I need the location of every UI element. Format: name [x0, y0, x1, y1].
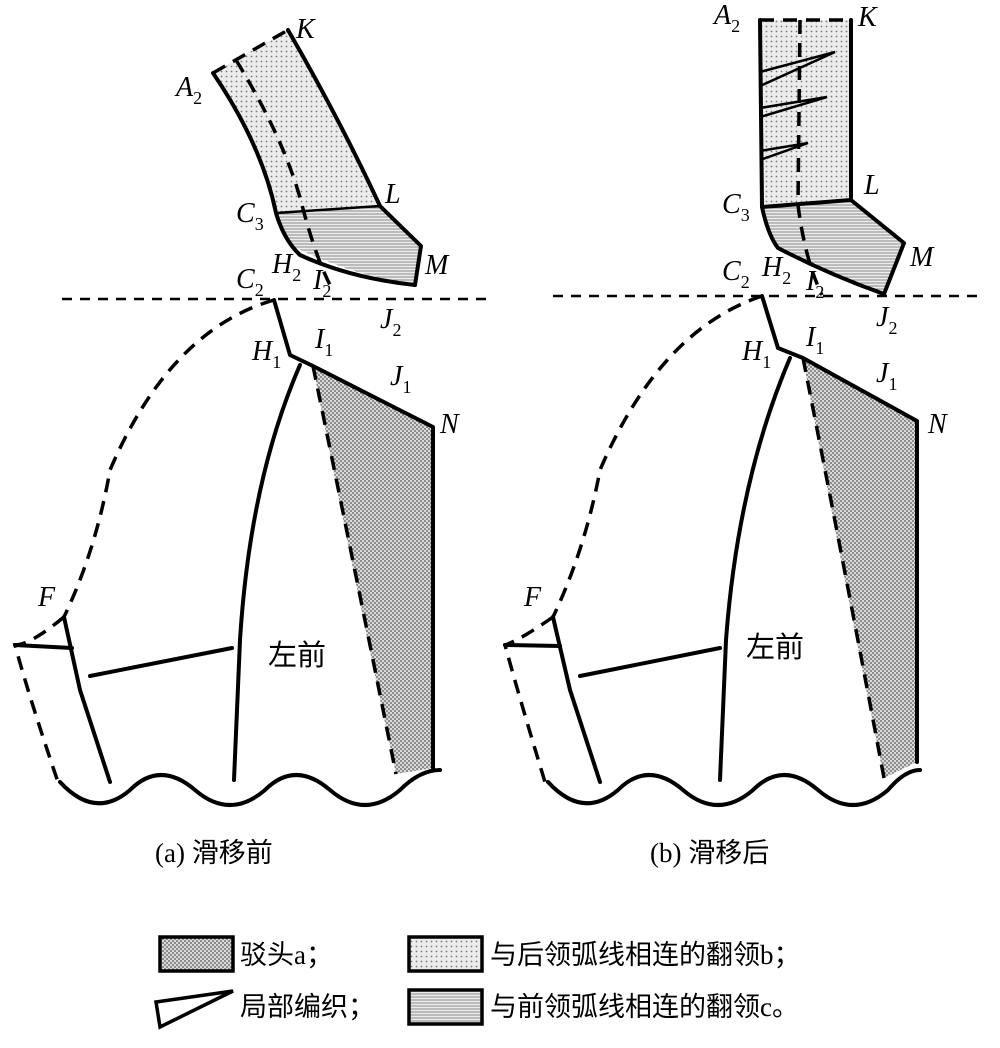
label-K-b: K [857, 2, 878, 33]
collar-line-c3-l-a [275, 204, 381, 215]
waist-line-b [578, 646, 722, 678]
collar-fold-line-b [796, 19, 824, 296]
label-J2-a: J2 [380, 304, 401, 340]
label-J2-b: J2 [876, 302, 897, 338]
label-M-a: M [424, 250, 450, 281]
label-H2-b: H2 [761, 252, 791, 288]
label-F-a: F [37, 582, 56, 613]
label-J1-b: J1 [876, 358, 897, 394]
front-edge-b [801, 356, 919, 764]
label-I2-a: I2 [312, 265, 331, 301]
hem-wave-a [58, 768, 442, 807]
label-C3-b: C3 [722, 189, 750, 225]
legend-swatch-collar-front [407, 988, 484, 1026]
collar-top-edge-a [212, 28, 289, 75]
label-A2-b: A2 [712, 0, 740, 36]
label-L-b: L [863, 170, 880, 201]
label-J1-a: J1 [390, 361, 411, 397]
legend-swatch-knit [153, 989, 234, 1030]
label-A2-a: A2 [174, 72, 202, 108]
back-curve-b [551, 294, 763, 618]
collar-line-c3-l-b [760, 198, 853, 209]
side-line-a [62, 615, 112, 784]
lapel-region-a [313, 366, 433, 774]
waist-line-a [88, 646, 234, 678]
caption-a: (a) 滑移前 [155, 838, 273, 868]
lapel-fold-a [311, 365, 398, 775]
dart-line-b [718, 356, 792, 782]
label-F-b: F [523, 582, 542, 613]
back-curve-a [62, 298, 275, 618]
body-label-a: 左前 [268, 639, 326, 672]
neckline-a [272, 298, 315, 368]
front-edge-a [311, 364, 435, 770]
label-C2-b: C2 [722, 256, 750, 292]
lapel-fold-b [801, 357, 886, 779]
caption-b: (b) 滑移后 [650, 838, 769, 868]
label-I1-a: I1 [314, 324, 333, 360]
knit-wedge-2 [759, 95, 828, 119]
lower-left-curve-b [502, 615, 555, 783]
collar-outline-b [849, 18, 906, 296]
hem-wave-b [546, 768, 922, 807]
legend-label-lapel: 驳头a； [240, 940, 333, 970]
neckline-b [760, 294, 805, 360]
label-I1-b: I1 [805, 322, 824, 358]
label-N-b: N [927, 409, 948, 440]
lower-left-curve-a [12, 615, 66, 783]
panel-a: K A2 L C3 M H2 I2 C2 J2 H1 I1 J1 N F 左前 … [12, 14, 492, 868]
collar-outline-outer-a [286, 28, 423, 287]
label-C2-a: C2 [236, 264, 264, 300]
label-N-a: N [439, 409, 460, 440]
legend-swatch-collar-back [407, 935, 484, 973]
side-line-b [551, 615, 602, 784]
legend-label-knit: 局部编织； [240, 992, 375, 1022]
knit-wedge-3 [759, 141, 809, 162]
label-H1-a: H1 [251, 336, 281, 372]
label-C3-a: C3 [236, 198, 264, 234]
collar-fold-line-a [234, 59, 332, 286]
label-K-a: K [295, 14, 316, 45]
body-label-b: 左前 [746, 631, 804, 664]
collar-outline-inner-b [758, 18, 886, 296]
knit-wedge-1 [759, 50, 836, 88]
collar-c-region-a [276, 206, 421, 285]
label-I2-b: I2 [805, 266, 824, 302]
lapel-region-b [803, 358, 917, 778]
panel-b: A2 K L C3 M C2 H2 I2 J2 H1 I1 J1 N F 左前 … [502, 0, 982, 868]
collar-b-region-a [213, 30, 380, 213]
label-L-a: L [384, 179, 401, 210]
legend-label-collar-back: 与后领弧线相连的翻领b； [490, 940, 801, 970]
collar-outline-inner-a [211, 71, 417, 287]
side-short-line-b [503, 643, 562, 648]
label-M-b: M [909, 242, 935, 273]
collar-c-region-b [762, 200, 904, 294]
label-H1-b: H1 [741, 336, 771, 372]
legend-swatch-lapel [158, 935, 235, 973]
legend-label-collar-front: 与前领弧线相连的翻领c。 [490, 992, 799, 1022]
side-short-line-a [13, 643, 74, 650]
label-H2-a: H2 [271, 249, 301, 285]
dart-line-a [232, 363, 302, 782]
legend: 驳头a； 与后领弧线相连的翻领b； 局部编织； 与前领弧线相连的翻领c。 [153, 935, 801, 1030]
